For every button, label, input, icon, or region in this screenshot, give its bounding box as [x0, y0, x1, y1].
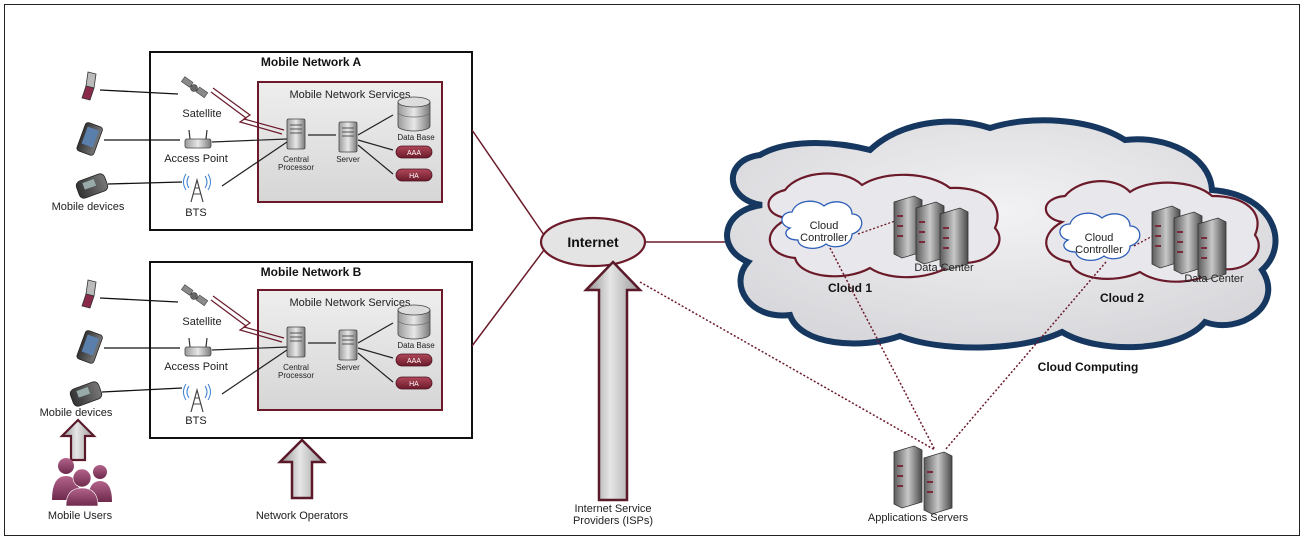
users-up-arrow-icon — [60, 418, 96, 462]
cloud-controller-2 — [1059, 212, 1141, 262]
mobile-devices-b-label: Mobile devices — [40, 407, 113, 419]
ha-label: HA — [409, 173, 419, 180]
operators-up-arrow-icon — [276, 438, 328, 500]
bts-label: BTS — [185, 415, 206, 427]
internet-node — [539, 216, 647, 268]
bar-phone-icon — [68, 379, 104, 409]
cloud-2-label: Cloud 2 — [1100, 291, 1144, 305]
mobile-users: Mobile Users — [48, 418, 113, 522]
server-label: Server — [336, 363, 360, 372]
users-icon — [52, 458, 112, 507]
central-processor-icon — [286, 326, 306, 358]
mobile-network-b: Mobile Network B Mobile Network Services… — [149, 261, 473, 439]
diagram-frame — [4, 4, 1300, 536]
database-label: Data Base — [397, 133, 435, 142]
mobile-devices-b: Mobile devices — [40, 279, 183, 419]
network-operators: Network Operators — [256, 438, 349, 522]
aaa-label: AAA — [407, 358, 421, 365]
applications-servers-label: Applications Servers — [868, 512, 969, 524]
central-processor-label-2: Processor — [278, 371, 314, 380]
app-server-links — [639, 247, 1107, 451]
smartphone-icon — [75, 329, 104, 365]
cloud-controller-1-label-2: Controller — [800, 232, 848, 244]
applications-servers: Applications Servers — [868, 445, 969, 524]
network-a-services-title: Mobile Network Services — [289, 89, 411, 101]
aaa-label: AAA — [407, 150, 421, 157]
isp-label-1: Internet Service — [574, 503, 651, 515]
database-icon — [397, 304, 431, 340]
aaa-pill — [395, 145, 433, 159]
database-icon — [397, 96, 431, 132]
main-cloud — [724, 117, 1279, 351]
data-center-2-label: Data Center — [1184, 273, 1244, 285]
internet-hub: Internet Internet Service Providers (ISP… — [471, 129, 735, 527]
central-processor-icon — [286, 118, 306, 150]
central-processor-label-2: Processor — [278, 163, 314, 172]
smartphone-icon — [75, 121, 104, 157]
cloud-controller-1 — [781, 200, 863, 250]
flip-phone-icon — [81, 71, 97, 101]
bar-phone-icon — [74, 171, 110, 201]
mobile-devices-a: Mobile devices — [52, 71, 183, 213]
satellite-label: Satellite — [182, 316, 221, 328]
applications-servers-icon — [893, 445, 953, 515]
mobile-network-a: Mobile Network A Mobile Network Services… — [149, 51, 473, 231]
central-processor-label-1: Central — [283, 363, 309, 372]
server-label: Server — [336, 155, 360, 164]
central-processor-label-1: Central — [283, 155, 309, 164]
cloud-computing-label: Cloud Computing — [1038, 360, 1139, 374]
satellite-label: Satellite — [182, 108, 221, 120]
aaa-pill — [395, 353, 433, 367]
server-icon — [338, 121, 358, 153]
data-center-1-label: Data Center — [914, 262, 974, 274]
network-operators-label: Network Operators — [256, 510, 349, 522]
server-icon — [338, 329, 358, 361]
cloud-controller-1-label-1: Cloud — [810, 220, 839, 232]
network-a-title: Mobile Network A — [261, 55, 362, 69]
mobile-users-label: Mobile Users — [48, 510, 113, 522]
isp-label-2: Providers (ISPs) — [573, 515, 653, 527]
internet-label: Internet — [567, 234, 619, 250]
cloud-controller-2-label-2: Controller — [1075, 244, 1123, 256]
ha-pill — [395, 376, 433, 390]
network-b-title: Mobile Network B — [261, 265, 362, 279]
flip-phone-icon — [81, 279, 97, 309]
network-b-services-title: Mobile Network Services — [289, 297, 411, 309]
cloud-computing: Cloud Controller Cloud Controller Data C… — [724, 117, 1279, 374]
access-point-label: Access Point — [164, 153, 228, 165]
cloud-controller-2-label-1: Cloud — [1085, 232, 1114, 244]
mobile-devices-a-label: Mobile devices — [52, 201, 125, 213]
isp-up-arrow-icon — [583, 260, 643, 502]
database-label: Data Base — [397, 341, 435, 350]
bts-label: BTS — [185, 207, 206, 219]
access-point-label: Access Point — [164, 361, 228, 373]
ha-label: HA — [409, 381, 419, 388]
ha-pill — [395, 168, 433, 182]
